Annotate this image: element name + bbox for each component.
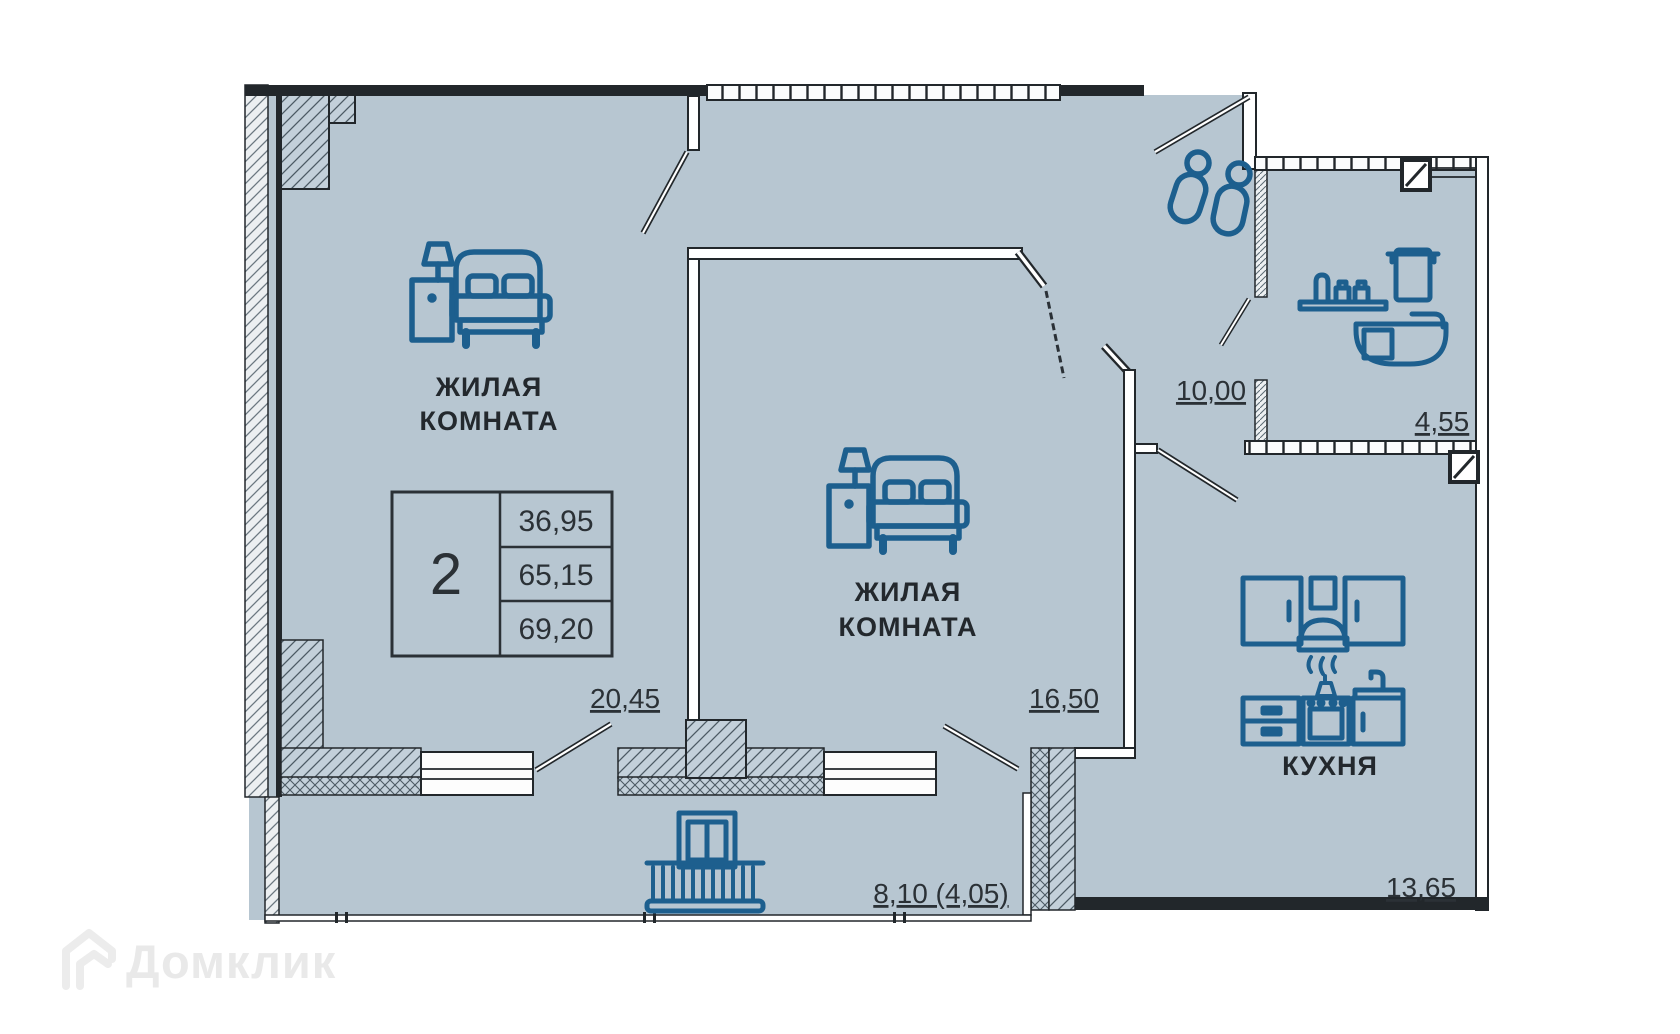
walls: [244, 84, 1489, 924]
living2-area: 16,50: [1029, 683, 1099, 714]
slippers-icon: [1167, 149, 1253, 237]
balcony-door-leaf-2: [942, 723, 1020, 772]
living1-door-leaf: [640, 150, 690, 235]
watermark: Домклик: [62, 929, 336, 990]
info-table: 2 36,95 65,15 69,20: [390, 490, 614, 658]
balcony-area: 8,10 (4,05): [873, 878, 1008, 909]
room-labels: ЖИЛАЯ КОМНАТА 20,45 ЖИЛАЯ КОМНАТА 16,50 …: [420, 372, 1470, 909]
furniture-icons: [412, 149, 1480, 914]
floor-area-total: 65,15: [518, 559, 593, 592]
living2-label-line2: КОМНАТА: [839, 612, 978, 642]
bathtub-icon: [1297, 247, 1449, 367]
balcony-door-leaf-1: [534, 721, 613, 773]
kitchen-label: КУХНЯ: [1282, 751, 1378, 781]
bathroom-area: 4,55: [1415, 406, 1470, 437]
hall-kitchen-door-leaf: [1156, 447, 1239, 503]
rooms-count: 2: [430, 542, 462, 607]
kitchen-set-icon: [1240, 575, 1406, 747]
bathroom-door-leaf: [1218, 297, 1252, 347]
kitchen-area: 13,65: [1386, 872, 1456, 903]
living2-door-leaf: [1044, 290, 1066, 379]
total-area: 69,20: [518, 613, 593, 646]
living1-label-line1: ЖИЛАЯ: [435, 372, 543, 402]
entry-door-leaf: [1153, 94, 1251, 155]
living1-label-line2: КОМНАТА: [420, 406, 559, 436]
balcony-railing-icon: [644, 810, 766, 914]
domclick-house-icon: [62, 929, 116, 990]
window-icon: [1448, 450, 1480, 484]
window-icon: [1400, 158, 1432, 192]
floor-areas: [249, 95, 1479, 920]
living-area-total: 36,95: [518, 505, 593, 538]
hallway-area: 10,00: [1176, 375, 1246, 406]
door-leaves: [534, 94, 1252, 773]
living1-area: 20,45: [590, 683, 660, 714]
living2-label-line1: ЖИЛАЯ: [854, 577, 962, 607]
watermark-text: Домклик: [126, 935, 336, 988]
